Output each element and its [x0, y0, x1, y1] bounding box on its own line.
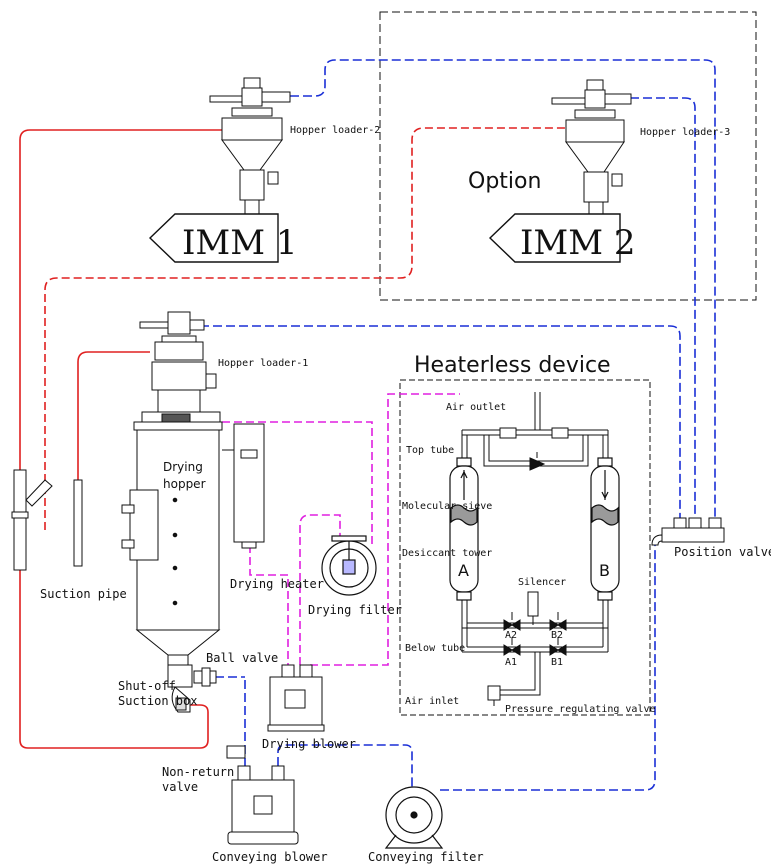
- pressure-regulating-valve: [487, 685, 501, 706]
- drying-blower: [267, 664, 325, 732]
- solenoid-valves: [503, 612, 567, 656]
- air-outlet-label: Air outlet: [446, 402, 506, 413]
- non-return-label-2: valve: [162, 780, 198, 794]
- hopper-loader-2-label: Hopper loader-2: [290, 125, 380, 136]
- drying-hopper-label-1: Drying: [163, 460, 203, 474]
- drying-hopper: [121, 411, 223, 666]
- valve-b1-label: B1: [551, 657, 563, 668]
- suction-pipe: [73, 479, 83, 567]
- position-valve-label: Position valve: [674, 545, 771, 559]
- top-check-valves: [499, 427, 569, 471]
- hopper-loader-3: [551, 79, 632, 217]
- shutoff-label-2: Suction box: [118, 694, 197, 708]
- drying-filter-label: Drying filter: [308, 603, 402, 617]
- tower-b: [590, 457, 620, 601]
- conveying-filter-label: Conveying filter: [368, 850, 484, 864]
- non-return-valve: [226, 745, 246, 759]
- molecular-sieve-label: Molecular sieve: [402, 501, 492, 512]
- suction-pipe-label: Suction pipe: [40, 587, 127, 601]
- conveying-blower-label: Conveying blower: [212, 850, 328, 864]
- valve-a2-label: A2: [505, 630, 517, 641]
- drying-filter: [321, 535, 377, 596]
- hopper-loader-2: [209, 77, 291, 215]
- heaterless-label: Heaterless device: [414, 353, 611, 378]
- drying-air-lines: [222, 393, 460, 666]
- conveying-filter: [384, 786, 444, 849]
- drying-hopper-label-2: hopper: [163, 477, 206, 491]
- heaterless-piping: [461, 392, 609, 696]
- material-lines-dashed: [44, 127, 575, 530]
- heaterless-box: [399, 379, 651, 716]
- non-return-label-1: Non-return: [162, 765, 234, 779]
- valve-a1-label: A1: [505, 657, 517, 668]
- imm-2-label: IMM 2: [520, 223, 636, 263]
- tower-a: [449, 457, 479, 601]
- hopper-loader-1-label: Hopper loader-1: [218, 358, 308, 369]
- valve-b2-label: B2: [551, 630, 563, 641]
- top-tube-label: Top tube: [406, 445, 454, 456]
- option-label: Option: [468, 169, 541, 194]
- conveying-blower: [227, 765, 299, 845]
- imm-2: IMM 2: [488, 213, 636, 263]
- hopper-loader-3-label: Hopper loader-3: [640, 127, 730, 138]
- drying-blower-label: Drying blower: [262, 737, 356, 751]
- drying-heater: [222, 423, 265, 549]
- material-lines: [19, 129, 225, 749]
- desiccant-tower-label: Desiccant tower: [402, 548, 492, 559]
- below-tube-label: Below tube: [405, 643, 465, 654]
- ball-valve: [193, 667, 217, 687]
- pipe-junction: [11, 469, 53, 571]
- shutoff-suction-box: [167, 664, 193, 713]
- option-box: [379, 11, 757, 301]
- imm-1: IMM 1: [148, 213, 298, 263]
- air-inlet-label: Air inlet: [405, 696, 459, 707]
- hopper-loader-1: [139, 311, 217, 413]
- ball-valve-label: Ball valve: [206, 651, 278, 665]
- vacuum-lines: [200, 59, 716, 791]
- imm-1-label: IMM 1: [182, 223, 298, 263]
- tower-a-label: A: [458, 561, 469, 580]
- silencer-label: Silencer: [518, 577, 566, 588]
- pressure-regulating-label: Pressure regulating valve: [505, 704, 656, 715]
- tower-b-label: B: [599, 561, 610, 580]
- drying-heater-label: Drying heater: [230, 577, 324, 591]
- shutoff-label-1: Shut-off: [118, 679, 176, 693]
- silencer: [527, 591, 539, 625]
- position-valve: [651, 517, 725, 546]
